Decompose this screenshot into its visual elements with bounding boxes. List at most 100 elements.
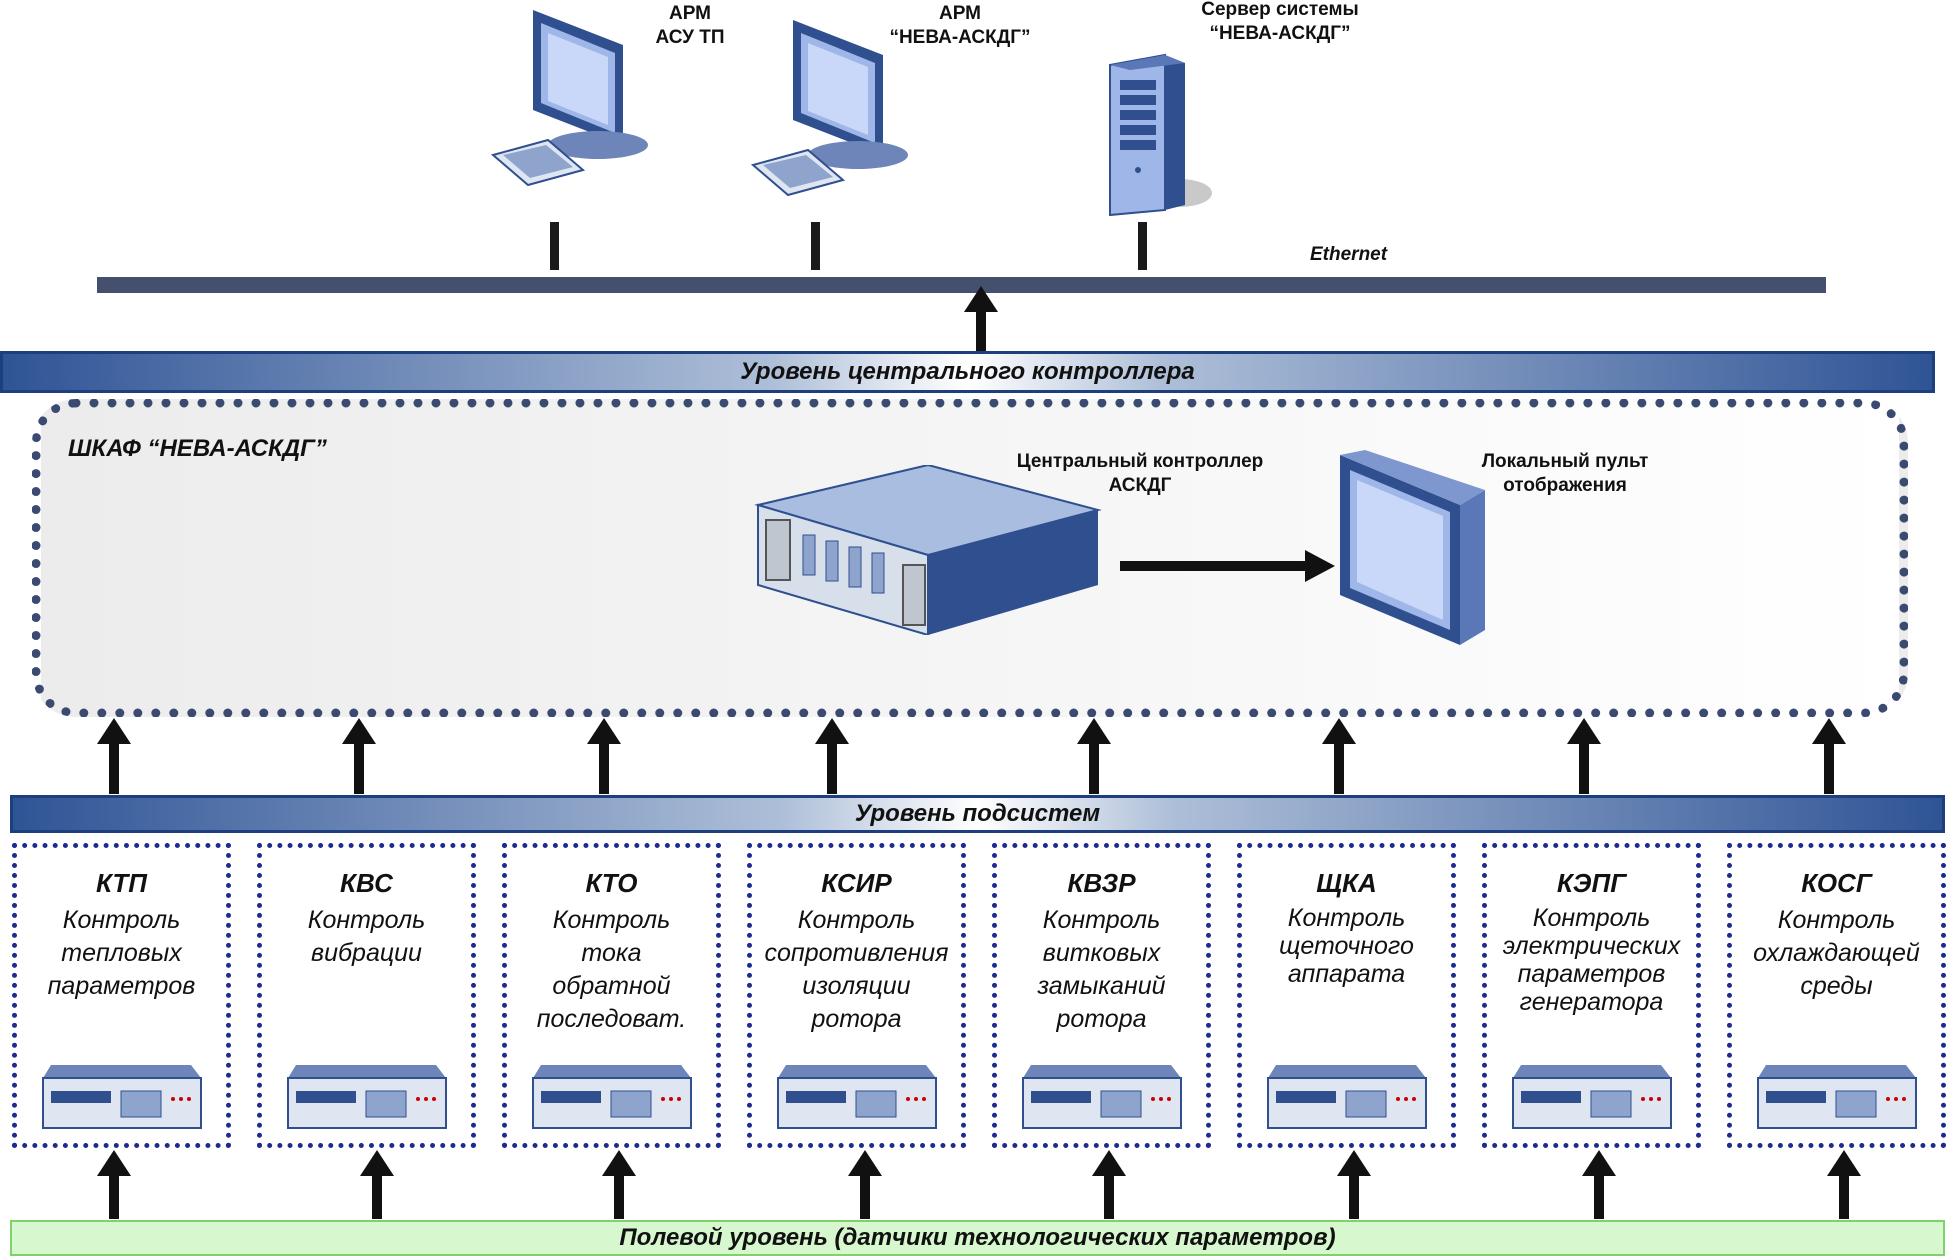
arrow-shaft (372, 1174, 382, 1219)
subsystem-code: КВЗР (1067, 868, 1136, 898)
arrow-head (1337, 1150, 1371, 1176)
arrow-shaft (976, 310, 986, 352)
desc-line: Контроль (1287, 904, 1406, 932)
desc-line: вибрации (311, 939, 422, 967)
arrow-shaft (109, 742, 119, 794)
arrow-up-cabinet-5 (1077, 718, 1111, 794)
arrow-shaft (614, 1174, 624, 1219)
module-icon (1511, 1065, 1672, 1129)
arrow-controller-to-display (1120, 550, 1335, 584)
module-icon (531, 1065, 692, 1129)
rack-server-icon (754, 463, 1102, 637)
arrow-up-cabinet-3 (587, 718, 621, 794)
module-icon (1266, 1065, 1427, 1129)
arrow-shaft (1579, 742, 1589, 794)
subsystem-description: Контроль витковых замыканий ротора (997, 904, 1206, 1036)
arrow-shaft (1120, 561, 1305, 571)
computer-icon (750, 20, 908, 197)
module-icon (1021, 1065, 1182, 1129)
arrow-shaft (1824, 742, 1834, 794)
local-display (1335, 450, 1495, 645)
subsystem-code: КСИР (821, 868, 892, 898)
desc-line: сопротивления (764, 939, 949, 967)
desc-line: последоват. (536, 1005, 687, 1033)
desc-line: среды (1800, 972, 1873, 1000)
arrow-head (1812, 718, 1846, 744)
desc-line: обратной (552, 972, 671, 1000)
arrow-head (1567, 718, 1601, 744)
arrow-shaft (1334, 742, 1344, 794)
subsystem-kosg: КОСГ Контроль охлаждающей среды (1727, 843, 1946, 1148)
subsystem-kepg: КЭПГ Контроль электрических параметров г… (1482, 843, 1701, 1148)
arrow-up-field-5 (1092, 1150, 1126, 1219)
subsystem-shcha: ЩКА Контроль щеточного аппарата (1237, 843, 1456, 1148)
arrow-head (587, 718, 621, 744)
desc-line: ротора (1056, 1005, 1147, 1033)
arrow-up-cabinet-7 (1567, 718, 1601, 794)
arrow-head (1322, 718, 1356, 744)
arrow-shaft (1594, 1174, 1604, 1219)
arrow-up-field-8 (1827, 1150, 1861, 1219)
system-server-line2: “НЕВА-АСКДГ” (1209, 23, 1351, 44)
arrow-up-field-2 (360, 1150, 394, 1219)
module-icon (286, 1065, 447, 1129)
desc-line: Контроль (1777, 906, 1896, 934)
subsystem-kvzr: КВЗР Контроль витковых замыканий ротора (992, 843, 1211, 1148)
subsystem-description: Контроль охлаждающей среды (1732, 904, 1941, 1003)
module-icon (1756, 1065, 1917, 1129)
desc-line: Контроль (62, 906, 181, 934)
subsystem-description: Контроль тепловых параметров (17, 904, 226, 1003)
workstation-neva-link (811, 222, 820, 270)
desc-line: Контроль (552, 906, 671, 934)
workstation-neva-line2: “НЕВА-АСКДГ” (889, 27, 1031, 48)
arrow-head (848, 1150, 882, 1176)
workstation-asu-tp-line1: АРМ (669, 3, 711, 24)
desc-line: электрических (1502, 932, 1681, 960)
desc-line: ротора (811, 1005, 902, 1033)
arrow-head (602, 1150, 636, 1176)
ethernet-bus (97, 277, 1826, 293)
workstation-asu-tp-link (550, 222, 559, 270)
arrow-up-cabinet-4 (815, 718, 849, 794)
arrow-up-field-7 (1582, 1150, 1616, 1219)
subsystem-ktp: КТП Контроль тепловых параметров (12, 843, 231, 1148)
desc-line: Контроль (797, 906, 916, 934)
arrow-shaft (599, 742, 609, 794)
workstation-asu-tp (488, 5, 648, 195)
subsystem-description: Контроль вибрации (262, 904, 471, 970)
desc-line: Контроль (1042, 906, 1161, 934)
system-server-link (1138, 222, 1147, 270)
subsystem-code: ЩКА (1316, 868, 1377, 898)
local-display-line2: отображения (1503, 475, 1627, 496)
monitor-icon (1340, 450, 1485, 645)
arrow-to-ethernet (964, 286, 998, 352)
desc-line: изоляции (802, 972, 911, 1000)
desc-line: Контроль (307, 906, 426, 934)
arrow-head (342, 718, 376, 744)
subsystem-level-band: Уровень подсистем (10, 795, 1945, 833)
subsystem-ksir: КСИР Контроль сопротивления изоляции рот… (747, 843, 966, 1148)
workstation-neva-label: АРМ “НЕВА-АСКДГ” (870, 2, 1050, 50)
subsystem-code: КОСГ (1801, 868, 1872, 898)
subsystem-kvs: КВС Контроль вибрации (257, 843, 476, 1148)
workstation-neva (748, 15, 908, 205)
arrow-up-field-3 (602, 1150, 636, 1219)
desc-line: генератора (1519, 988, 1664, 1016)
arrow-head (1077, 718, 1111, 744)
arrow-shaft (1349, 1174, 1359, 1219)
system-server-line1: Сервер системы (1201, 0, 1359, 20)
arrow-up-cabinet-1 (97, 718, 131, 794)
desc-line: параметров (47, 972, 196, 1000)
desc-line: щеточного (1279, 932, 1414, 960)
central-controller (748, 463, 1108, 637)
subsystem-description: Контроль щеточного аппарата (1242, 904, 1451, 988)
desc-line: тепловых (61, 939, 182, 967)
computer-icon (490, 10, 648, 187)
arrow-shaft (827, 742, 837, 794)
desc-line: витковых (1042, 939, 1161, 967)
server-icon (1109, 53, 1212, 217)
central-controller-line1: Центральный контроллер (1016, 451, 1264, 472)
subsystem-description: Контроль тока обратной последоват. (507, 904, 716, 1036)
module-icon (776, 1065, 937, 1129)
arrow-head (1582, 1150, 1616, 1176)
